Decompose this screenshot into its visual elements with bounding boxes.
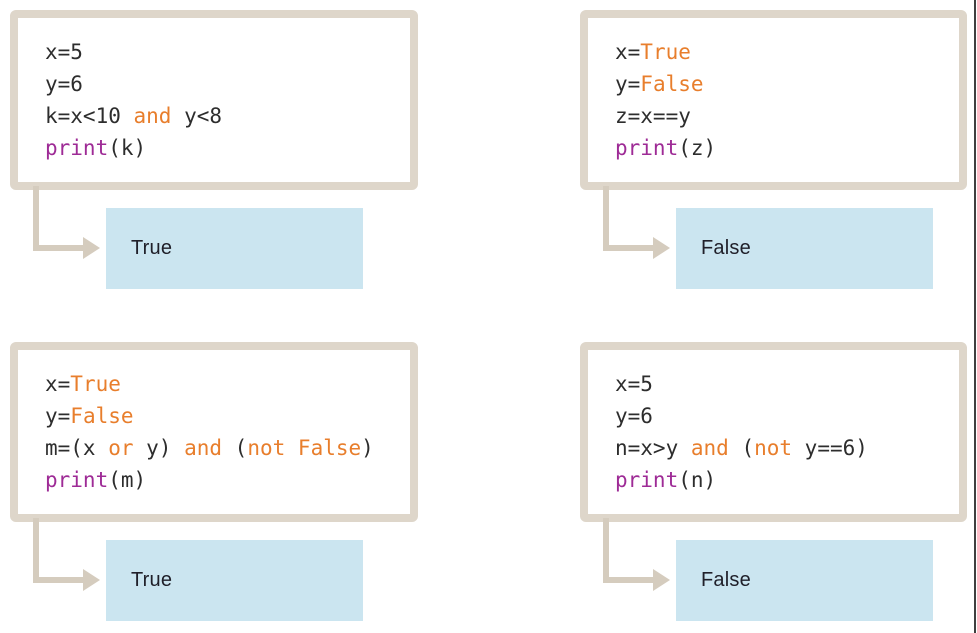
code-line: y=6 [615, 400, 959, 432]
code-line: print(z) [615, 132, 959, 164]
arrowhead-icon [653, 569, 670, 591]
output-value: True [131, 569, 173, 591]
code-token-plain: x=5 [615, 372, 653, 396]
code-token-plain: (n) [678, 468, 717, 492]
code-line: k=x<10 and y<8 [45, 100, 410, 132]
output-value: False [701, 569, 751, 591]
code-token-keyword: False [297, 436, 362, 460]
code-token-plain: ) [361, 436, 374, 460]
arrow-elbow-line [603, 186, 653, 251]
code-token-plain: y=6 [615, 404, 653, 428]
code-token-keyword: not [754, 436, 793, 460]
code-token-plain: x=5 [45, 40, 83, 64]
code-line: y=False [45, 400, 410, 432]
code-token-plain: y<8 [171, 104, 223, 128]
code-token-function: print [615, 468, 679, 492]
code-line: print(k) [45, 132, 410, 164]
output-box: False [676, 540, 933, 621]
output-arrow [603, 186, 670, 259]
code-line: x=True [45, 368, 410, 400]
code-token-plain: n=x>y [615, 436, 691, 460]
arrowhead-icon [653, 237, 670, 259]
code-token-keyword: True [640, 40, 691, 64]
code-token-function: print [45, 136, 109, 160]
code-line: x=5 [615, 368, 959, 400]
output-box: False [676, 208, 933, 289]
code-token-plain: ( [728, 436, 755, 460]
code-line: n=x>y and (not y==6) [615, 432, 959, 464]
code-token-plain: y= [45, 404, 71, 428]
code-token-plain: y) [133, 436, 185, 460]
code-token-plain: y=6 [45, 72, 83, 96]
code-line: m=(x or y) and (not False) [45, 432, 410, 464]
code-token-keyword: not [247, 436, 286, 460]
code-token-plain: ( [222, 436, 248, 460]
arrow-elbow-line [33, 518, 83, 583]
code-token-keyword: and [690, 436, 729, 460]
code-token-plain: (z) [678, 136, 717, 160]
arrow-elbow-line [33, 186, 83, 251]
code-token-plain: z=x==y [615, 104, 691, 128]
code-token-keyword: and [133, 104, 172, 128]
code-line: print(n) [615, 464, 959, 496]
code-token-keyword: False [640, 72, 704, 96]
arrowhead-icon [83, 237, 100, 259]
code-line: y=6 [45, 68, 410, 100]
code-token-keyword: or [108, 436, 134, 460]
output-box: True [106, 208, 363, 289]
code-token-plain: k=x<10 [45, 104, 134, 128]
code-line: z=x==y [615, 100, 959, 132]
arrowhead-icon [83, 569, 100, 591]
code-line: x=5 [45, 36, 410, 68]
code-token-plain [285, 436, 298, 460]
code-token-keyword: False [70, 404, 134, 428]
code-token-keyword: True [70, 372, 121, 396]
code-token-plain: y==6) [792, 436, 868, 460]
page-edge-line [974, 0, 976, 633]
output-arrow [33, 186, 100, 259]
code-token-plain: x= [615, 40, 641, 64]
arrow-elbow-line [603, 518, 653, 583]
output-value: True [131, 237, 173, 259]
code-line: print(m) [45, 464, 410, 496]
output-value: False [701, 237, 751, 259]
code-line: x=True [615, 36, 959, 68]
code-token-function: print [615, 136, 679, 160]
code-token-keyword: and [184, 436, 223, 460]
code-token-plain: (k) [108, 136, 147, 160]
code-token-function: print [45, 468, 109, 492]
output-box: True [106, 540, 363, 621]
output-arrow [33, 518, 100, 591]
code-line: y=False [615, 68, 959, 100]
code-token-plain: y= [615, 72, 641, 96]
code-token-plain: (m) [108, 468, 147, 492]
code-token-plain: x= [45, 372, 71, 396]
code-token-plain: m=(x [45, 436, 109, 460]
output-arrow [603, 518, 670, 591]
